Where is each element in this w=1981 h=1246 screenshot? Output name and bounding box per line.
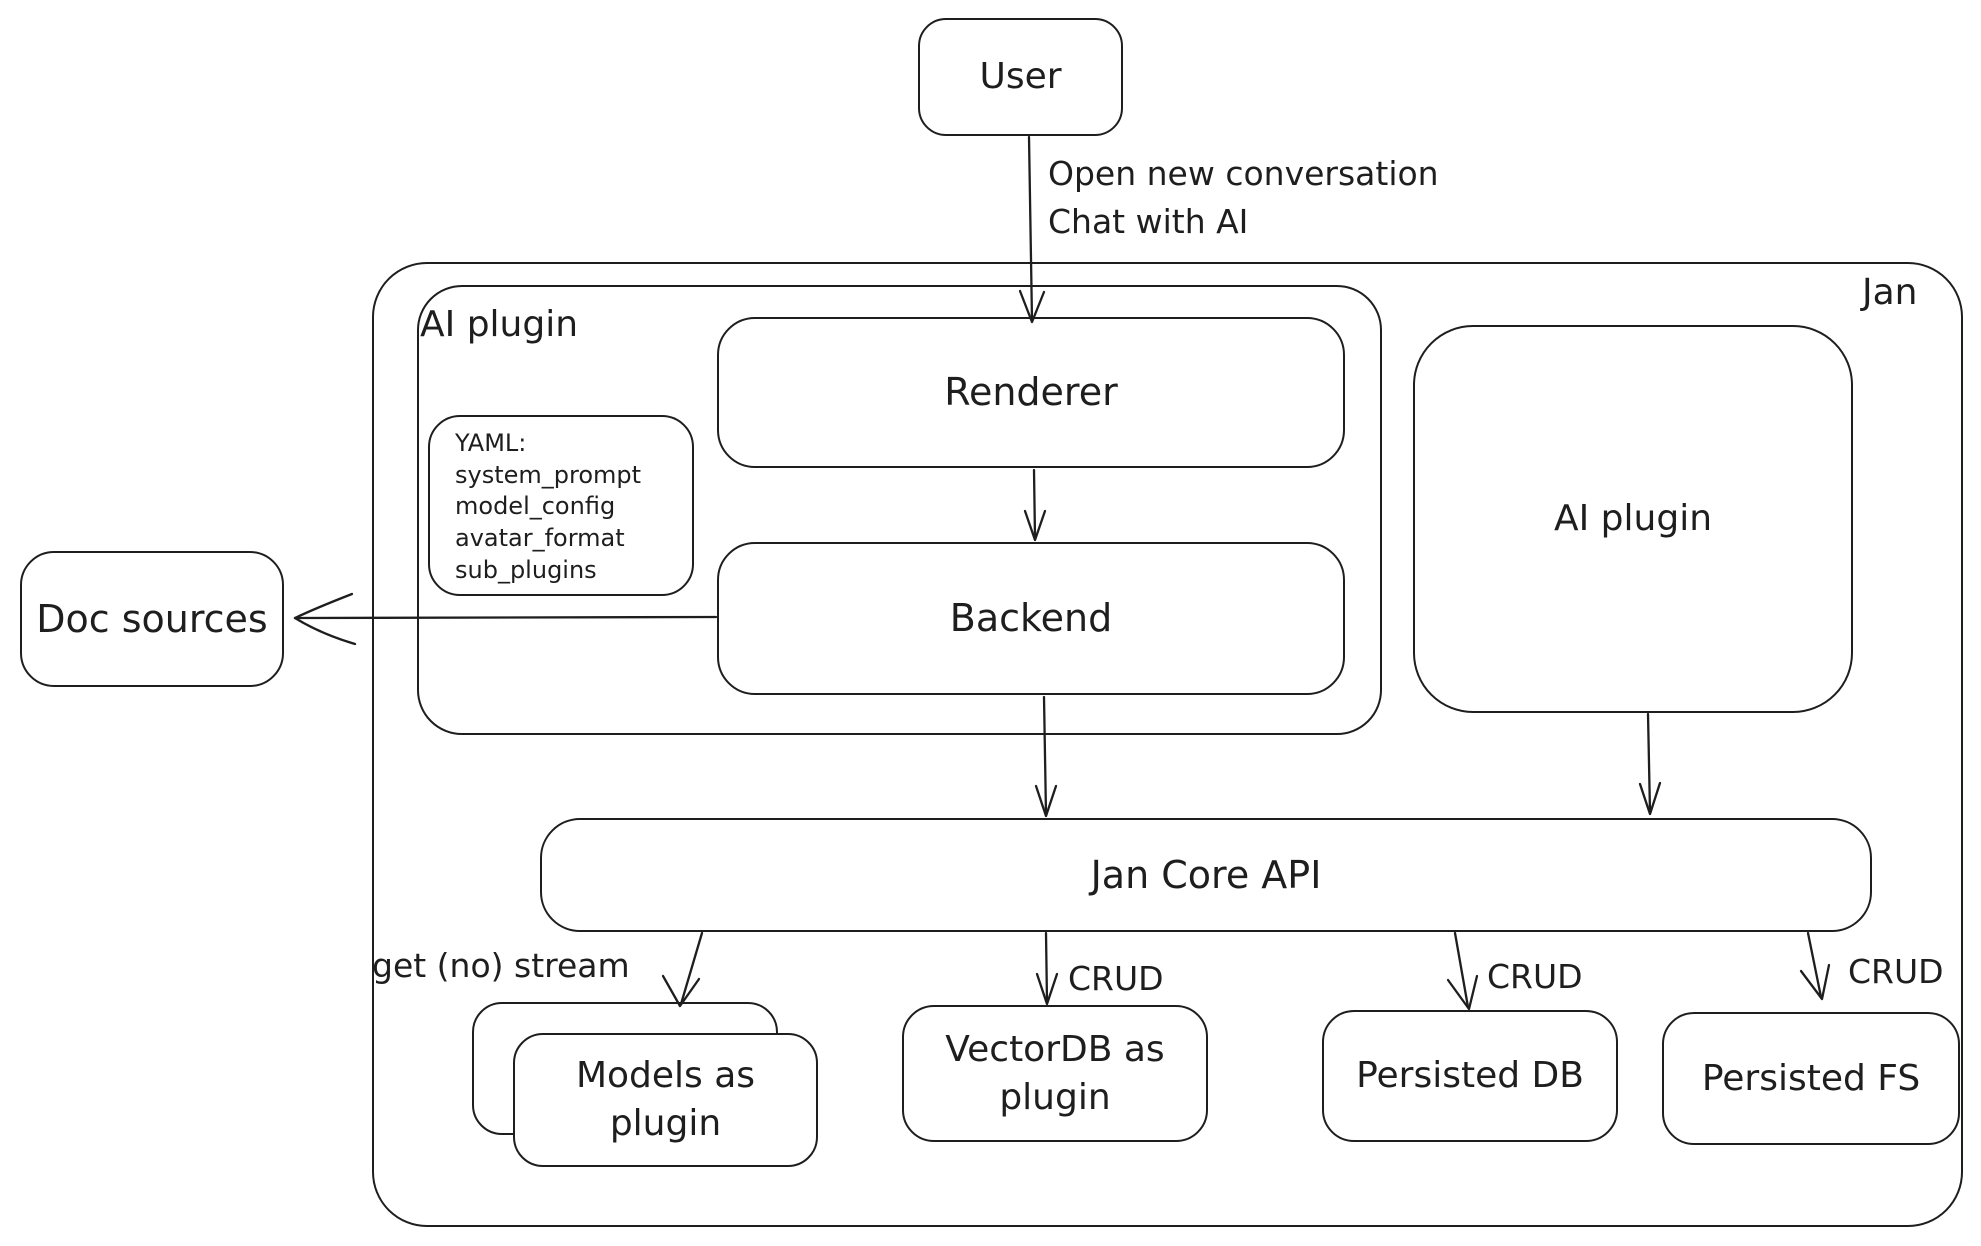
jan-core-api-label: Jan Core API bbox=[1090, 852, 1322, 897]
edge-label-crud-vectordb: CRUD bbox=[1068, 959, 1164, 998]
yaml-note-line: system_prompt bbox=[455, 460, 642, 489]
yaml-note-box bbox=[428, 415, 694, 596]
persisted-fs-node: Persisted FS bbox=[1662, 1012, 1960, 1145]
edge-label-crud-persisted-db: CRUD bbox=[1487, 957, 1583, 996]
jan-container-label: Jan bbox=[1862, 272, 1918, 313]
vectordb-as-plugin-node: VectorDB as plugin bbox=[902, 1005, 1208, 1142]
models-as-plugin-label: Models as plugin bbox=[575, 1055, 756, 1144]
persisted-fs-label: Persisted FS bbox=[1701, 1057, 1921, 1099]
yaml-note-line: avatar_format bbox=[455, 524, 625, 553]
yaml-note-line: model_config bbox=[455, 492, 616, 521]
doc-sources-label: Doc sources bbox=[36, 596, 268, 641]
edge-label-open-conversation: Open new conversation Chat with AI bbox=[1048, 154, 1439, 241]
ai-plugin-right-label: AI plugin bbox=[1553, 498, 1713, 540]
backend-label: Backend bbox=[949, 596, 1113, 641]
user-node: User bbox=[918, 18, 1123, 136]
persisted-db-node: Persisted DB bbox=[1322, 1010, 1618, 1142]
yaml-note-line: sub_plugins bbox=[455, 555, 597, 584]
user-label: User bbox=[979, 56, 1062, 98]
ai-plugin-right-node: AI plugin bbox=[1413, 325, 1853, 713]
yaml-note-text: YAML: system_prompt model_config avatar_… bbox=[455, 428, 641, 586]
edge-label-get-no-stream: get (no) stream bbox=[372, 946, 630, 985]
ai-plugin-left-label: AI plugin bbox=[420, 304, 579, 345]
doc-sources-node: Doc sources bbox=[20, 551, 284, 687]
backend-node: Backend bbox=[717, 542, 1345, 695]
renderer-label: Renderer bbox=[944, 370, 1118, 415]
jan-core-api-node: Jan Core API bbox=[540, 818, 1872, 932]
yaml-note-line: YAML: bbox=[455, 429, 527, 457]
vectordb-as-plugin-label: VectorDB as plugin bbox=[945, 1028, 1165, 1118]
renderer-node: Renderer bbox=[717, 317, 1345, 468]
persisted-db-label: Persisted DB bbox=[1356, 1055, 1584, 1097]
models-as-plugin-node: Models as plugin bbox=[513, 1033, 818, 1167]
edge-label-crud-persisted-fs: CRUD bbox=[1848, 952, 1944, 991]
